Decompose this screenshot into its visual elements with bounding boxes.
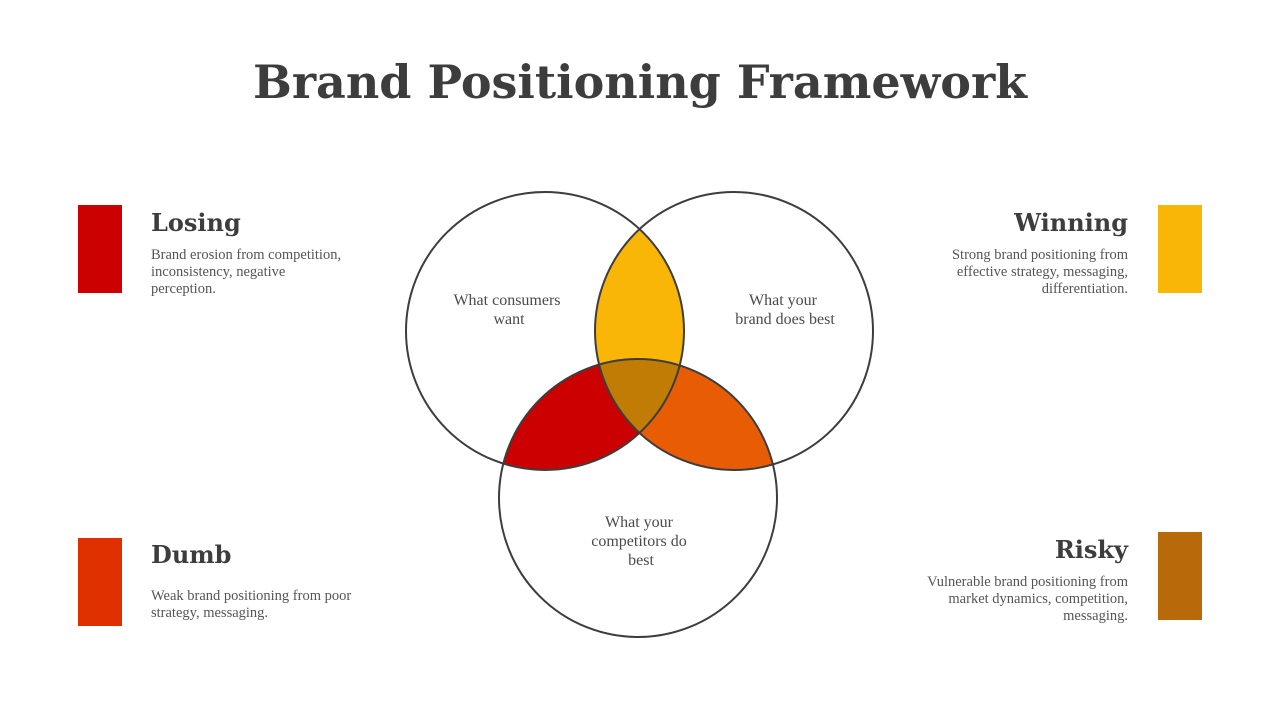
- label-brand-line-2: brand does best: [735, 311, 835, 328]
- risky-line-2: market dynamics, competition,: [948, 591, 1128, 607]
- losing-description: Brand erosion from competition, inconsis…: [151, 247, 391, 298]
- winning-line-2: effective strategy, messaging,: [956, 264, 1128, 280]
- risky-line-1: Vulnerable brand positioning from: [927, 574, 1128, 590]
- winning-line-1: Strong brand positioning from: [951, 247, 1128, 263]
- label-consumers-line-1: What consumers: [453, 292, 560, 309]
- winning-heading: Winning: [1014, 208, 1128, 237]
- circle-consumers: [405, 191, 685, 471]
- winning-description: Strong brand positioning from effective …: [888, 247, 1128, 298]
- page-title: Brand Positioning Framework: [252, 55, 1028, 109]
- risky-line-3: messaging.: [1063, 608, 1128, 624]
- label-competitors-line-1: What your: [605, 514, 674, 531]
- losing-heading: Losing: [151, 208, 241, 237]
- risky-description: Vulnerable brand positioning from market…: [878, 574, 1128, 625]
- dumb-heading: Dumb: [151, 540, 232, 569]
- label-competitors: What your competitors do best: [591, 514, 691, 569]
- winning-line-3: differentiation.: [1041, 281, 1128, 297]
- overlap-consumers-competitors: [499, 359, 684, 470]
- label-competitors-line-3: best: [628, 552, 654, 569]
- winning-color-swatch: [1158, 205, 1202, 293]
- risky-heading: Risky: [1054, 535, 1128, 564]
- circle-competitors: [498, 358, 778, 638]
- losing-line-1: Brand erosion from competition,: [151, 247, 342, 263]
- overlap-brand-competitors: [595, 359, 777, 470]
- label-consumers-line-2: want: [493, 311, 525, 328]
- dumb-color-swatch: [78, 538, 122, 626]
- losing-line-2: inconsistency, negative: [151, 264, 286, 280]
- label-brand: What your brand does best: [735, 292, 835, 328]
- losing-color-swatch: [78, 205, 122, 293]
- risky-color-swatch: [1158, 532, 1202, 620]
- dumb-line-2: strategy, messaging.: [151, 605, 269, 621]
- losing-line-3: perception.: [151, 281, 216, 297]
- label-brand-line-1: What your: [749, 292, 818, 309]
- label-competitors-line-2: competitors do: [591, 533, 687, 550]
- dumb-description: Weak brand positioning from poor strateg…: [151, 588, 401, 622]
- label-consumers: What consumers want: [453, 292, 564, 328]
- dumb-line-1: Weak brand positioning from poor: [151, 588, 352, 604]
- circle-brand: [594, 191, 874, 471]
